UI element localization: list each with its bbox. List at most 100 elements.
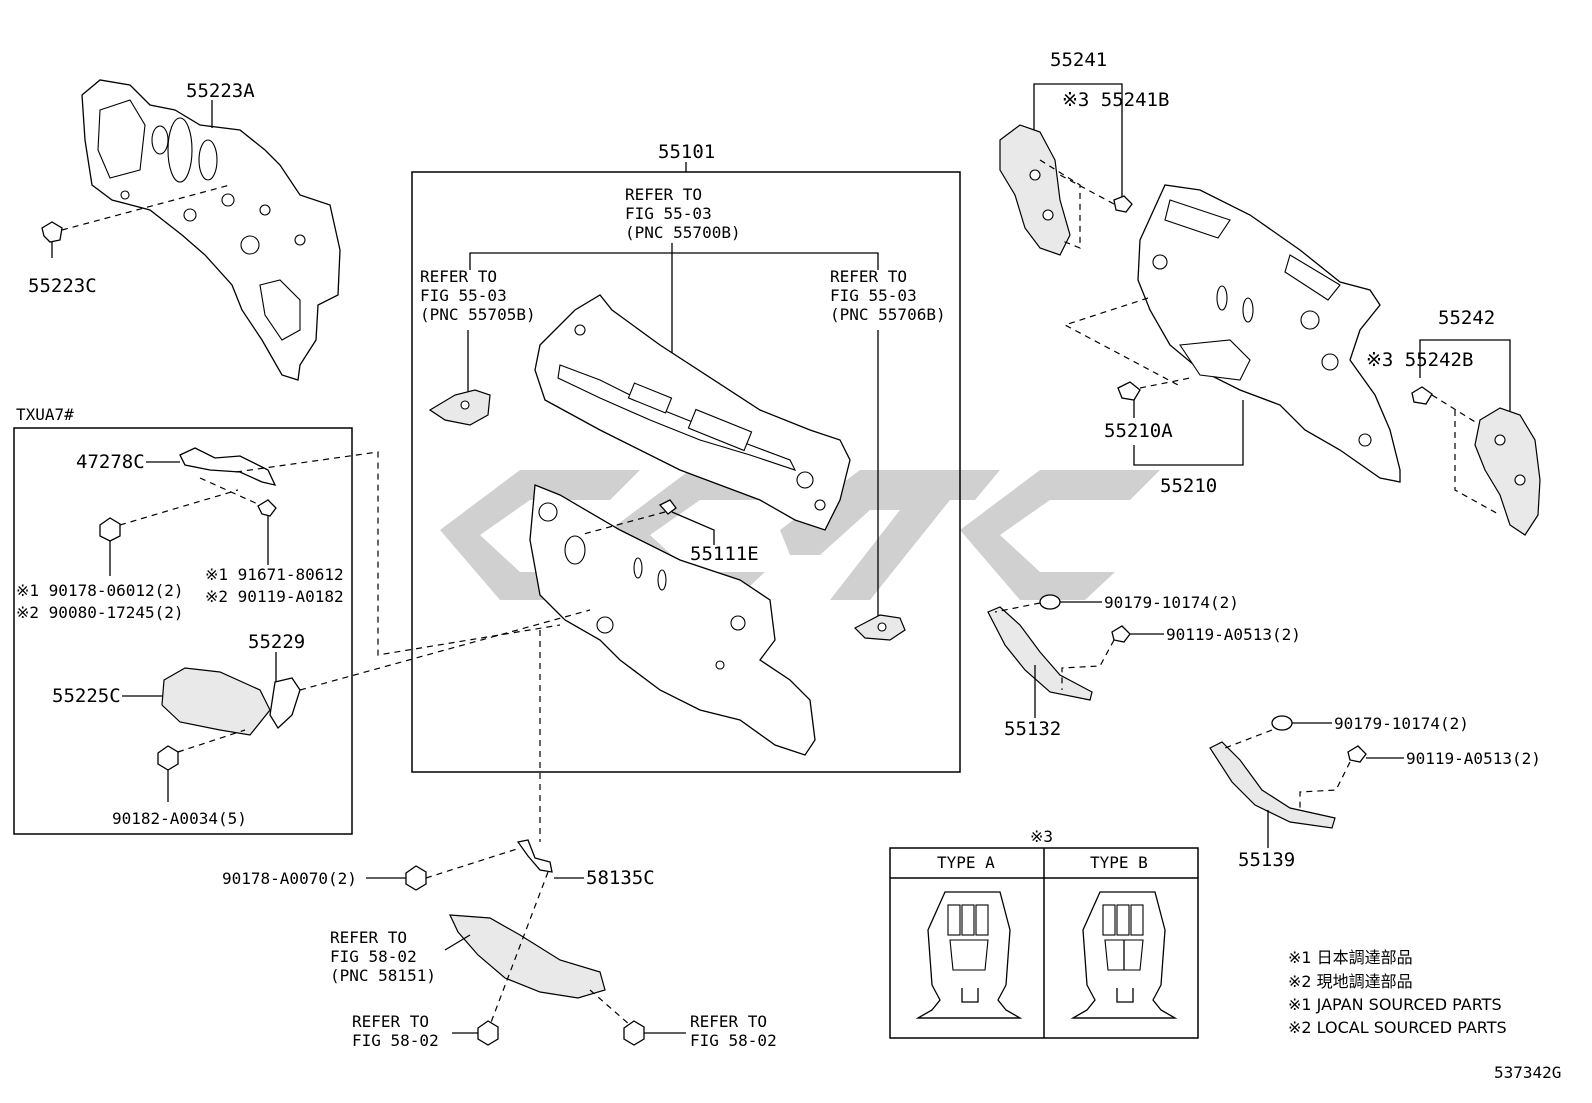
part-bracket-55705B bbox=[428, 389, 491, 426]
ref-55700B-line3: (PNC 55700B) bbox=[625, 223, 741, 242]
label-90119-a: 90119-A0513(2) bbox=[1166, 625, 1301, 644]
ref-5802-right-line2: FIG 58-02 bbox=[690, 1031, 777, 1050]
label-55223A: 55223A bbox=[186, 80, 255, 102]
clip-55242B bbox=[1411, 386, 1433, 405]
leader-58151-b bbox=[589, 989, 631, 1026]
ref-58151-line3: (PNC 58151) bbox=[330, 966, 436, 985]
label-55241B: ※3 55241B bbox=[1062, 89, 1169, 111]
label-90119-b: 90119-A0513(2) bbox=[1406, 749, 1541, 768]
leader-55111E bbox=[671, 511, 715, 545]
clip-55210A bbox=[1117, 381, 1141, 401]
label-55242: 55242 bbox=[1438, 307, 1495, 329]
clip-55241B bbox=[1113, 195, 1133, 213]
label-55111E: 55111E bbox=[690, 543, 759, 565]
drawing-number: 537342G bbox=[1494, 1063, 1561, 1082]
leader-55241-dash bbox=[1039, 159, 1081, 249]
ref-5802-left: REFER TO FIG 58-02 bbox=[352, 1012, 439, 1050]
part-55223A-insulator bbox=[81, 79, 341, 381]
bolt-91671 bbox=[257, 499, 277, 526]
ref-55705B-line1: REFER TO bbox=[420, 267, 497, 286]
ref-55700B-line2: FIG 55-03 bbox=[625, 204, 712, 223]
leader-nut-90178 bbox=[119, 489, 239, 526]
label-55225C: 55225C bbox=[52, 685, 121, 707]
part-bracket-55225C bbox=[161, 667, 301, 736]
bolt-90119-a bbox=[1111, 625, 1131, 643]
nut-90178 bbox=[99, 517, 121, 542]
clip-55223C bbox=[41, 221, 63, 258]
legend-line-4: ※2 LOCAL SOURCED PARTS bbox=[1288, 1018, 1507, 1037]
leader-clip-55241B bbox=[1059, 174, 1115, 205]
nut-90179-b bbox=[1271, 715, 1293, 731]
bolt-55111E bbox=[658, 499, 677, 515]
part-bracket-55242 bbox=[1474, 407, 1541, 536]
label-47278C: 47278C bbox=[76, 451, 145, 473]
leader-clip-55210A bbox=[1139, 377, 1191, 389]
label-58135C: 58135C bbox=[586, 867, 655, 889]
label-90182: 90182-A0034(5) bbox=[112, 809, 247, 828]
ref-5802-right: REFER TO FIG 58-02 bbox=[690, 1012, 777, 1050]
part-insulator-58151 bbox=[449, 914, 606, 999]
label-55229: 55229 bbox=[248, 631, 305, 653]
ref-55700B: REFER TO FIG 55-03 (PNC 55700B) bbox=[625, 185, 741, 242]
ref-55706B-line2: FIG 55-03 bbox=[830, 286, 917, 305]
bracket-55242 bbox=[1419, 339, 1511, 415]
part-bracket-55706B bbox=[853, 614, 906, 641]
part-bracket-55241 bbox=[999, 124, 1071, 256]
ref-55706B-line1: REFER TO bbox=[830, 267, 907, 286]
legend: ※1 日本調達部品 ※2 現地調達部品 ※1 JAPAN SOURCED PAR… bbox=[1288, 948, 1507, 1037]
nut-ref-5802-right bbox=[623, 1020, 645, 1046]
leader-bolt-55111E bbox=[579, 511, 666, 536]
ref-55705B-line2: FIG 55-03 bbox=[420, 286, 507, 305]
part-insulator-55132 bbox=[987, 606, 1093, 701]
leader-bolt-90119-a-dash bbox=[1061, 639, 1115, 690]
legend-line-3: ※1 JAPAN SOURCED PARTS bbox=[1288, 995, 1502, 1014]
leader-nut-90182-dash bbox=[177, 729, 246, 753]
label-txua7: TXUA7# bbox=[16, 405, 74, 424]
label-n2-90080: ※2 90080-17245(2) bbox=[16, 603, 184, 622]
bracket-55210 bbox=[1133, 400, 1244, 466]
part-bracket-47278C bbox=[179, 447, 277, 486]
part-silencer-55210 bbox=[1137, 184, 1401, 483]
part-insulator-55139 bbox=[1209, 741, 1336, 829]
part-cowl-top-panel bbox=[534, 294, 851, 531]
part-bracket-58135C bbox=[516, 839, 553, 873]
label-55139: 55139 bbox=[1238, 849, 1295, 871]
label-55210: 55210 bbox=[1160, 475, 1217, 497]
bracket-refer-lines bbox=[469, 252, 879, 270]
ref-5802-right-line1: REFER TO bbox=[690, 1012, 767, 1031]
legend-line-1: ※1 日本調達部品 bbox=[1288, 948, 1413, 967]
leader-clip-55242B bbox=[1431, 394, 1481, 426]
leader-nut-90178-A0070-dash bbox=[425, 847, 521, 879]
ref-55706B: REFER TO FIG 55-03 (PNC 55706B) bbox=[830, 267, 946, 324]
nut-90178-A0070 bbox=[405, 865, 427, 891]
leader-nut-90179-a-dash bbox=[994, 602, 1041, 613]
clip-type-b-drawing bbox=[1070, 891, 1178, 1019]
label-90179-a: 90179-10174(2) bbox=[1104, 593, 1239, 612]
clip-type-a-drawing bbox=[915, 891, 1023, 1019]
ref-55705B-line3: (PNC 55705B) bbox=[420, 305, 536, 324]
label-type-mark: ※3 bbox=[1030, 827, 1053, 846]
label-55241: 55241 bbox=[1050, 49, 1107, 71]
leader-txua7-to-panel-a bbox=[235, 451, 561, 656]
label-90179-b: 90179-10174(2) bbox=[1334, 714, 1469, 733]
label-type-a: TYPE A bbox=[937, 853, 995, 872]
leader-58151-a bbox=[489, 871, 549, 1026]
ref-58151: REFER TO FIG 58-02 (PNC 58151) bbox=[330, 928, 436, 985]
label-type-b: TYPE B bbox=[1090, 853, 1148, 872]
label-90178-A0070: 90178-A0070(2) bbox=[222, 869, 357, 888]
leader-txua7-to-panel-b bbox=[299, 609, 591, 691]
nut-90182 bbox=[157, 745, 179, 771]
ref-5802-left-line1: REFER TO bbox=[352, 1012, 429, 1031]
label-55242B: ※3 55242B bbox=[1366, 349, 1473, 371]
label-n1-91671: ※1 91671-80612 bbox=[205, 565, 344, 584]
leader-55242-dash bbox=[1454, 410, 1501, 516]
leader-55223C bbox=[61, 184, 231, 231]
label-55132: 55132 bbox=[1004, 718, 1061, 740]
ref-55700B-line1: REFER TO bbox=[625, 185, 702, 204]
leader-bolt-90119-b-dash bbox=[1299, 761, 1351, 810]
label-55101: 55101 bbox=[658, 141, 715, 163]
leader-ref-58151 bbox=[444, 934, 471, 951]
nut-90179-a bbox=[1039, 594, 1061, 610]
